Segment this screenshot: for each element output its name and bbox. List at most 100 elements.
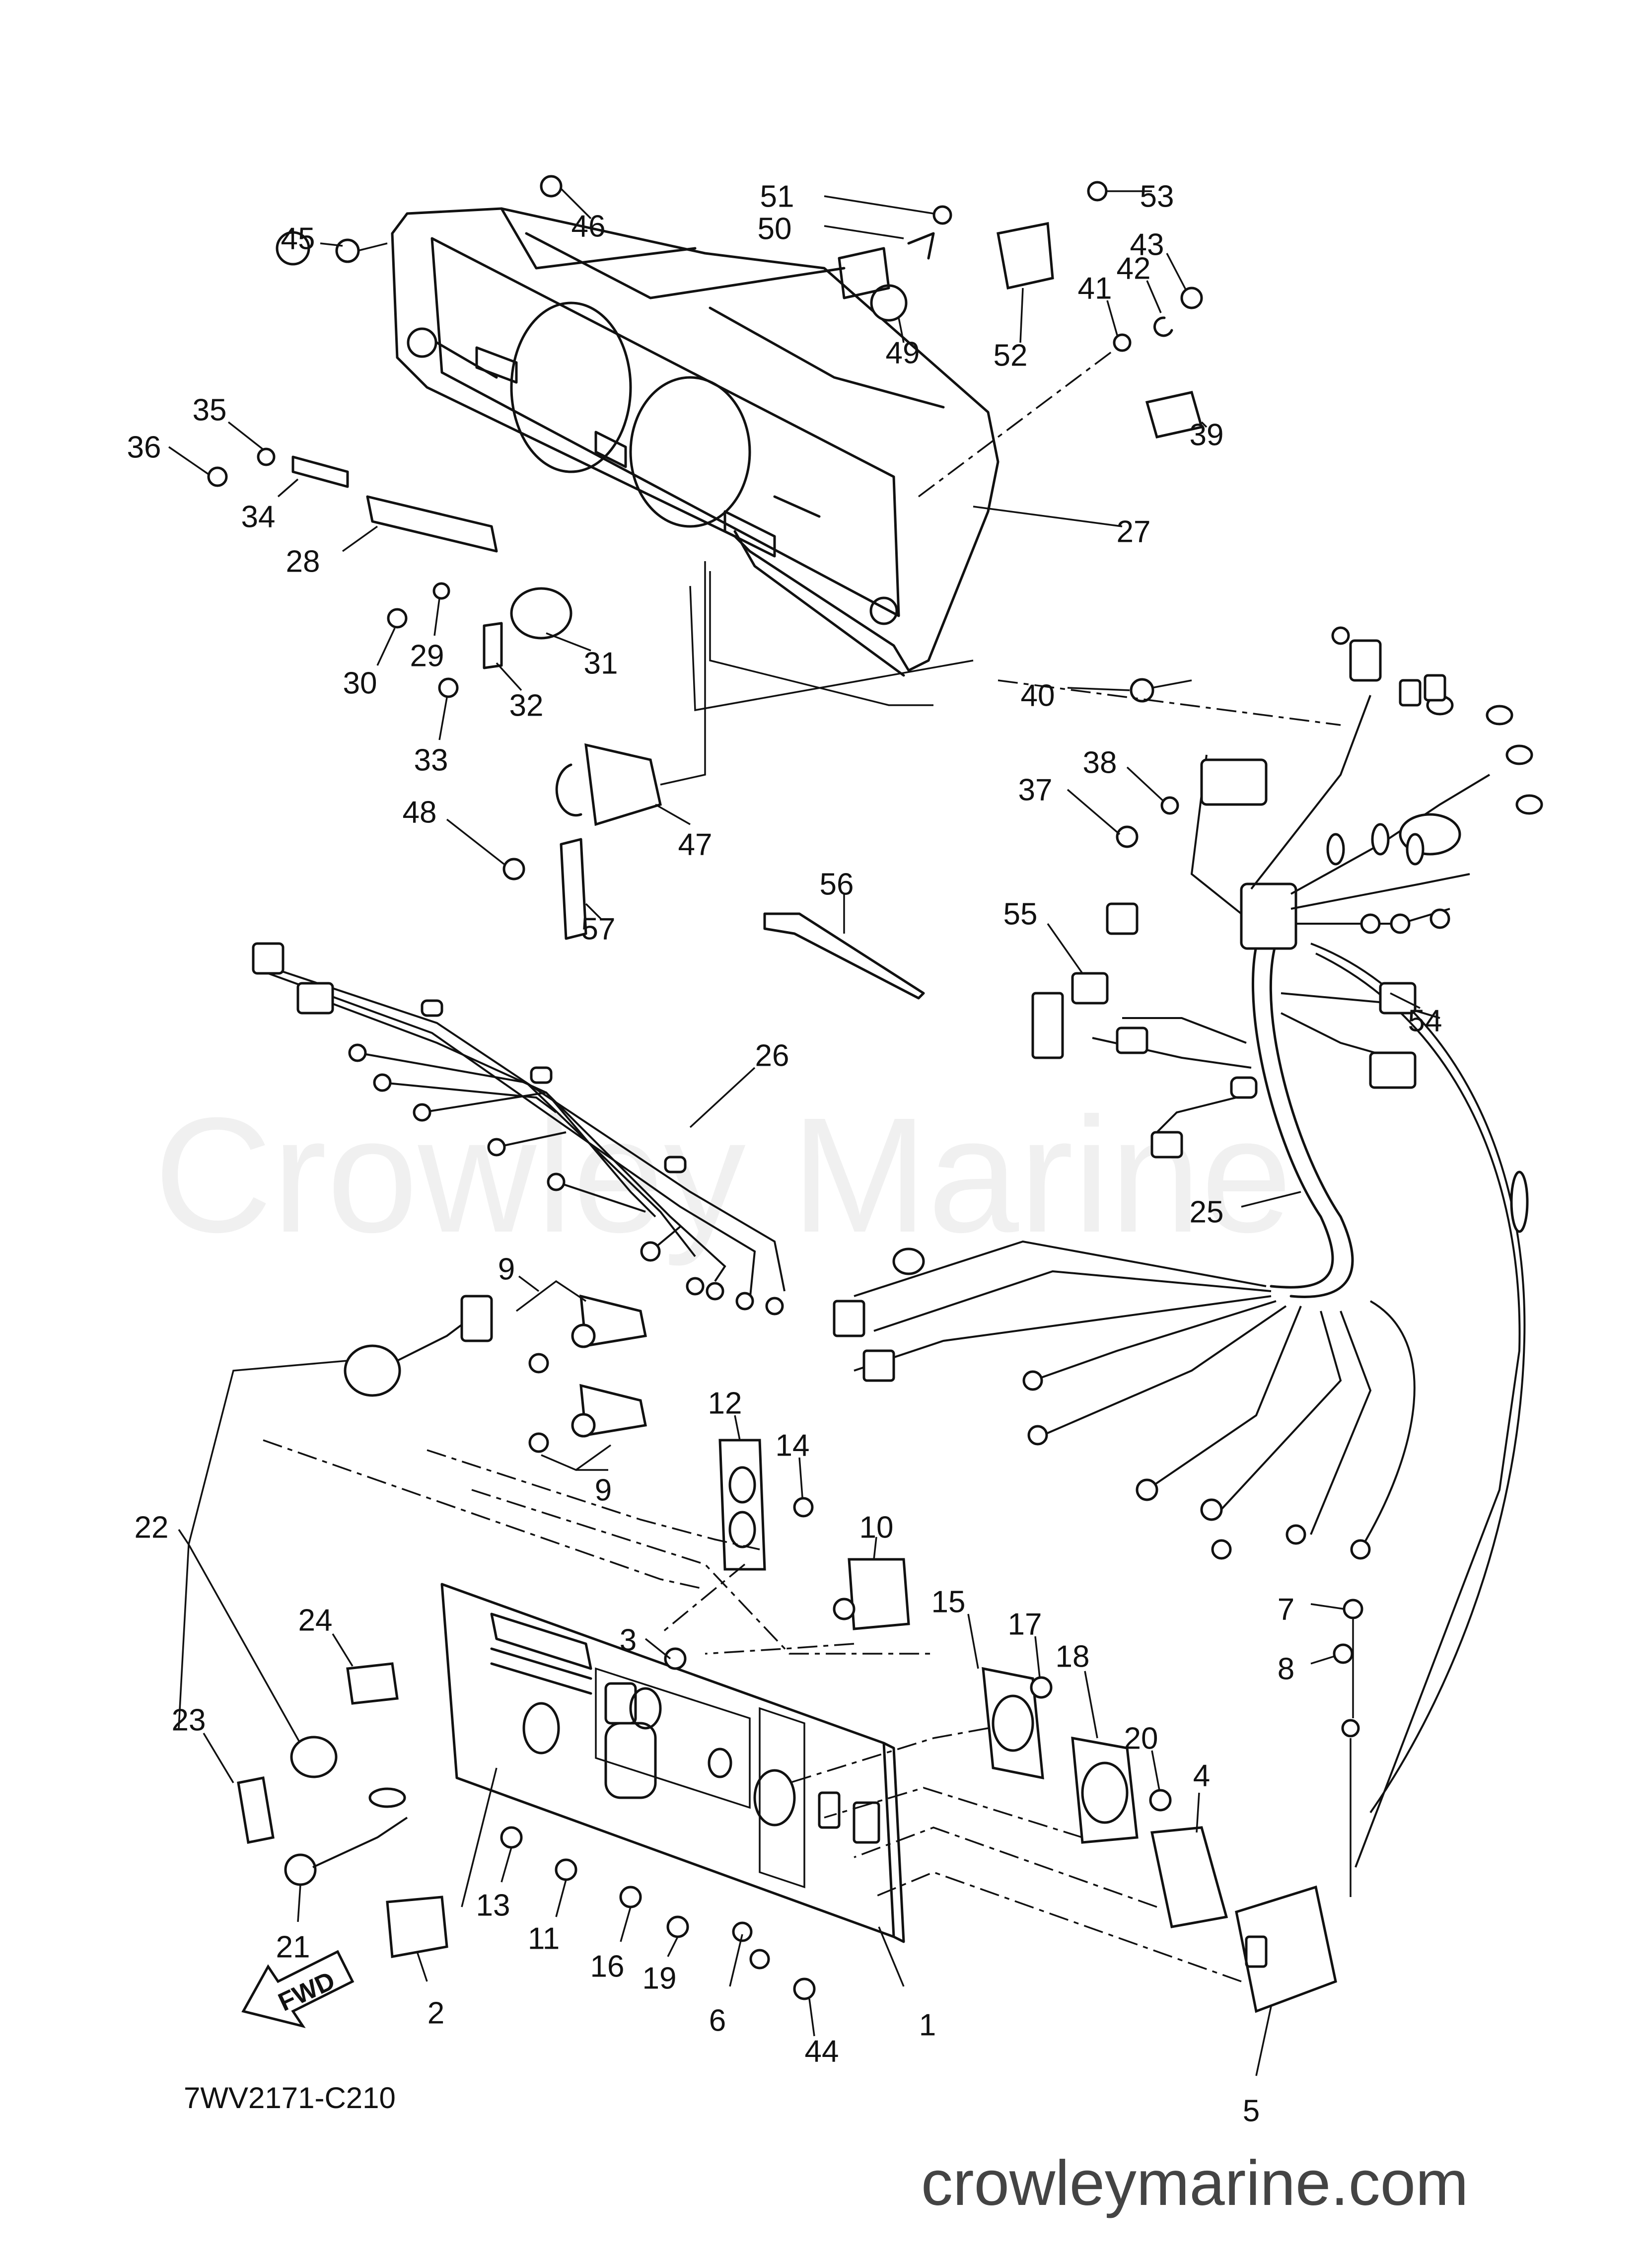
- leader-line-36: [168, 446, 209, 475]
- leader-line-25: [1241, 1191, 1301, 1208]
- part-label-53: 53: [1140, 179, 1174, 214]
- assembly-lines: [263, 1439, 1242, 1982]
- leader-line-13: [500, 1847, 512, 1883]
- leader-line-46: [560, 188, 592, 219]
- part-label-5: 5: [1243, 2094, 1260, 2128]
- part-label-19: 19: [643, 1961, 677, 1995]
- part-label-8: 8: [1278, 1652, 1294, 1686]
- nut-43: [1180, 287, 1203, 309]
- leader-line-37: [1067, 789, 1121, 835]
- main-breaker-5: [1235, 1885, 1337, 2013]
- part-label-17: 17: [1008, 1607, 1042, 1641]
- part-label-3: 3: [620, 1623, 637, 1657]
- part-label-9: 9: [498, 1252, 515, 1286]
- leader-line-5: [1255, 2006, 1272, 2076]
- leader-line-19: [667, 1936, 679, 1957]
- part-label-46: 46: [571, 209, 606, 243]
- part-label-21: 21: [276, 1930, 310, 1964]
- screw-51: [932, 205, 952, 225]
- washer-41: [1113, 333, 1132, 352]
- leader-line-57: [585, 903, 602, 920]
- leader-line-30: [376, 628, 396, 666]
- leader-line-22: [178, 1529, 190, 1545]
- leader-line-54: [1390, 992, 1421, 1009]
- part-label-37: 37: [1018, 773, 1053, 807]
- screw-6-b: [749, 1949, 770, 1970]
- screw-44: [793, 1977, 816, 2000]
- wire-harness-26: [252, 942, 785, 1316]
- leader-line-4: [1196, 1792, 1200, 1833]
- leader-line-39: [1201, 421, 1208, 428]
- relay-31: [510, 587, 572, 640]
- nut-14: [793, 1497, 814, 1518]
- screw-37: [1116, 825, 1139, 848]
- part-label-18: 18: [1056, 1639, 1090, 1674]
- screw-36: [207, 466, 228, 487]
- leader-line-8: [1310, 1655, 1335, 1665]
- bracket-32: [483, 622, 503, 669]
- nut-9-b: [528, 1432, 549, 1453]
- part-label-42: 42: [1117, 251, 1151, 286]
- nut-3: [664, 1647, 687, 1670]
- screw-19: [666, 1915, 689, 1938]
- key-switch-22: [178, 1295, 493, 1749]
- part-label-15: 15: [931, 1585, 966, 1619]
- part-label-23: 23: [172, 1703, 206, 1737]
- leader-line-20: [1151, 1750, 1160, 1791]
- leader-line-1: [878, 1926, 905, 1987]
- nut-20: [1149, 1789, 1172, 1812]
- leader-line-11: [555, 1879, 567, 1917]
- leader-line-9: [518, 1275, 540, 1292]
- screw-7: [1343, 1599, 1363, 1619]
- control-panel-1: [440, 1583, 905, 1943]
- leader-line-40: [1067, 687, 1130, 691]
- part-label-7: 7: [1278, 1592, 1294, 1626]
- part-label-44: 44: [805, 2034, 839, 2068]
- regulator-47: [555, 743, 662, 826]
- part-label-28: 28: [286, 544, 320, 579]
- part-label-43: 43: [1130, 227, 1164, 262]
- washer-46: [540, 175, 563, 198]
- leader-line-50: [824, 225, 904, 239]
- leader-line-32: [496, 662, 522, 691]
- leader-line-43: [1166, 253, 1187, 290]
- footer-url: crowleymarine.com: [921, 2148, 1469, 2219]
- part-label-11: 11: [528, 1921, 560, 1956]
- leader-line-41: [1106, 300, 1118, 336]
- nut-9-a: [528, 1353, 549, 1374]
- clip-42: [1153, 316, 1173, 337]
- leader-line-48: [446, 818, 505, 865]
- pad-34: [291, 455, 349, 488]
- leader-line-7: [1310, 1603, 1345, 1610]
- leader-line-2: [416, 1951, 428, 1982]
- receptacle-18: [1071, 1736, 1139, 1844]
- leader-line-38: [1126, 766, 1164, 802]
- part-label-2: 2: [428, 1996, 444, 2030]
- part-label-29: 29: [410, 639, 444, 673]
- part-label-14: 14: [776, 1428, 810, 1463]
- part-label-51: 51: [760, 179, 794, 214]
- breaker-10: [833, 1558, 910, 1630]
- switch-49: [838, 247, 908, 322]
- wire-harness-25: [833, 626, 1543, 1868]
- ring-terminal-8: [1341, 1719, 1360, 1738]
- part-label-57: 57: [581, 912, 616, 946]
- leader-line-23: [203, 1733, 234, 1783]
- part-label-33: 33: [414, 743, 448, 777]
- receptacle-15: [982, 1667, 1044, 1780]
- screw-45: [335, 238, 388, 263]
- part-label-4: 4: [1193, 1758, 1210, 1793]
- watermark-text: Crowley Marine: [154, 1083, 1292, 1267]
- part-label-48: 48: [403, 795, 437, 829]
- leader-line-34: [277, 478, 299, 498]
- part-label-45: 45: [281, 221, 315, 256]
- leader-line-16: [620, 1906, 632, 1942]
- washer-35: [257, 447, 276, 466]
- leader-line-27: [973, 506, 1123, 527]
- part-label-22: 22: [135, 1510, 169, 1544]
- meter-2: [386, 1767, 498, 1958]
- screw-48: [502, 858, 525, 880]
- screw-13: [500, 1826, 523, 1849]
- part-label-12: 12: [708, 1386, 742, 1420]
